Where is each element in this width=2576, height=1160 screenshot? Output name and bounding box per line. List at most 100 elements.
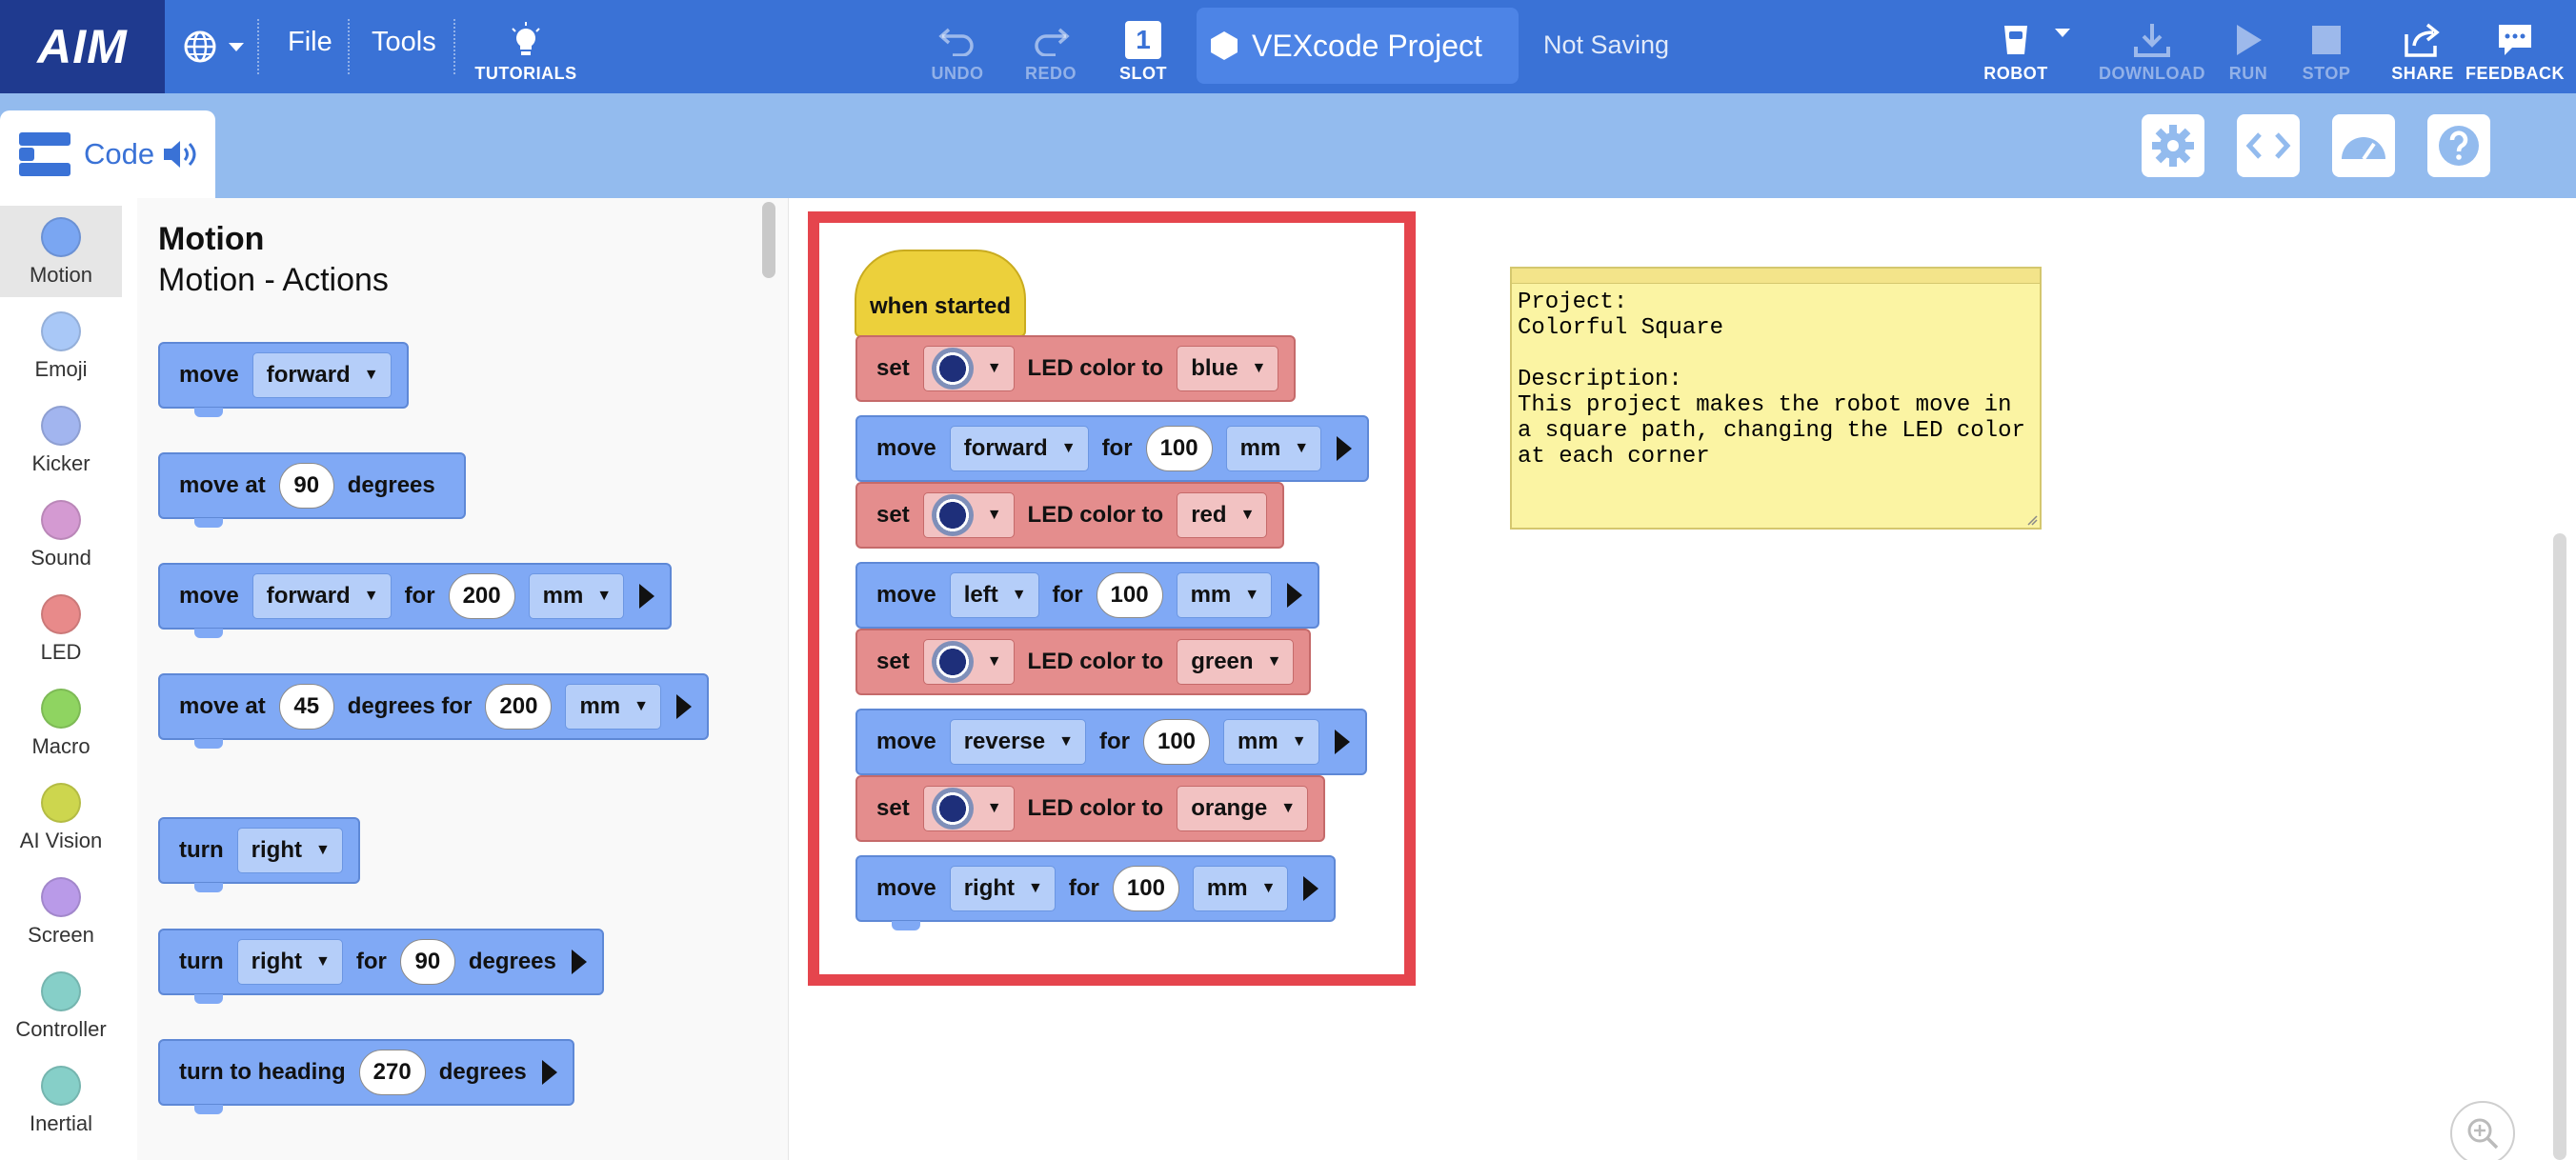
set-led-block[interactable]: set ▼ LED color to orange▼ bbox=[855, 775, 1326, 842]
zoom-in-button[interactable] bbox=[2450, 1101, 2515, 1160]
set-led-block[interactable]: set ▼ LED color to red▼ bbox=[855, 482, 1285, 549]
led-select-dropdown[interactable]: ▼ bbox=[922, 346, 1015, 391]
direction-dropdown[interactable]: forward▼ bbox=[252, 352, 392, 398]
dashboard-button[interactable] bbox=[2332, 114, 2395, 177]
category-macro[interactable]: Macro bbox=[0, 677, 122, 769]
language-button[interactable] bbox=[183, 13, 246, 80]
block-turn-for[interactable]: turn right▼ for 90 degrees bbox=[158, 929, 604, 1004]
units-dropdown[interactable]: mm▼ bbox=[1192, 866, 1289, 911]
category-emoji[interactable]: Emoji bbox=[0, 300, 122, 391]
tab-code[interactable]: Code bbox=[0, 110, 215, 198]
dropdown-value: blue bbox=[1191, 355, 1238, 381]
redo-button[interactable]: REDO bbox=[1017, 11, 1084, 84]
code-viewer-button[interactable] bbox=[2237, 114, 2300, 177]
move-for-block[interactable]: move right▼ for 100 mm▼ bbox=[855, 855, 1337, 930]
note-text[interactable]: Project: Colorful Square Description: Th… bbox=[1518, 290, 2025, 470]
share-button[interactable]: SHARE bbox=[2391, 11, 2453, 84]
wait-toggle-icon[interactable] bbox=[571, 950, 587, 974]
units-dropdown[interactable]: mm▼ bbox=[1225, 426, 1322, 471]
distance-input[interactable]: 100 bbox=[1096, 572, 1163, 618]
turn-direction-dropdown[interactable]: right▼ bbox=[236, 828, 343, 873]
category-screen[interactable]: Screen bbox=[0, 866, 122, 957]
block-move[interactable]: move forward▼ bbox=[158, 342, 409, 417]
tools-menu[interactable]: Tools bbox=[372, 27, 436, 57]
file-menu[interactable]: File bbox=[288, 27, 332, 57]
undo-button[interactable]: UNDO bbox=[924, 11, 991, 84]
direction-dropdown[interactable]: forward▼ bbox=[949, 426, 1089, 471]
turn-direction-dropdown[interactable]: right▼ bbox=[236, 939, 343, 985]
run-button[interactable]: RUN bbox=[2225, 11, 2271, 84]
block-move-for[interactable]: move forward▼ for 200 mm▼ bbox=[158, 563, 673, 638]
tutorials-button[interactable]: TUTORIALS bbox=[474, 11, 577, 84]
direction-dropdown[interactable]: left▼ bbox=[949, 572, 1039, 618]
units-dropdown[interactable]: mm▼ bbox=[528, 573, 625, 619]
note-drag-bar[interactable] bbox=[1512, 269, 2040, 284]
led-select-dropdown[interactable]: ▼ bbox=[922, 639, 1015, 685]
move-for-block[interactable]: move forward▼ for 100 mm▼ bbox=[855, 415, 1370, 482]
block-notch bbox=[194, 739, 223, 749]
block-turn-to-heading[interactable]: turn to heading 270 degrees bbox=[158, 1039, 574, 1114]
resize-handle-icon[interactable] bbox=[2026, 514, 2038, 526]
category-led[interactable]: LED bbox=[0, 583, 122, 674]
direction-dropdown[interactable]: reverse▼ bbox=[949, 719, 1086, 765]
workspace-scrollbar[interactable] bbox=[2553, 533, 2566, 1160]
distance-input[interactable]: 100 bbox=[1142, 719, 1211, 765]
block-text: degrees bbox=[438, 1059, 527, 1085]
download-button[interactable]: DOWNLOAD bbox=[2096, 11, 2208, 84]
speaker-icon[interactable] bbox=[162, 138, 200, 170]
color-dropdown[interactable]: blue▼ bbox=[1177, 346, 1279, 391]
category-sound[interactable]: Sound bbox=[0, 489, 122, 580]
wait-toggle-icon[interactable] bbox=[541, 1060, 557, 1085]
degrees-input[interactable]: 90 bbox=[399, 939, 455, 985]
units-dropdown[interactable]: mm▼ bbox=[1223, 719, 1319, 765]
color-dropdown[interactable]: red▼ bbox=[1177, 492, 1268, 538]
color-dropdown[interactable]: green▼ bbox=[1177, 639, 1295, 685]
block-move-at[interactable]: move at 90 degrees bbox=[158, 452, 466, 528]
move-for-block[interactable]: move reverse▼ for 100 mm▼ bbox=[855, 709, 1367, 775]
units-dropdown[interactable]: mm▼ bbox=[1176, 572, 1273, 618]
project-name-field[interactable]: VEXcode Project bbox=[1197, 8, 1519, 84]
degrees-input[interactable]: 45 bbox=[278, 684, 334, 730]
block-turn[interactable]: turn right▼ bbox=[158, 817, 360, 892]
slot-button[interactable]: 1 SLOT bbox=[1115, 11, 1172, 84]
settings-button[interactable] bbox=[2142, 114, 2204, 177]
category-motion[interactable]: Motion bbox=[0, 206, 122, 297]
block-move-at-for[interactable]: move at 45 degrees for 200 mm▼ bbox=[158, 673, 709, 749]
stop-button[interactable]: STOP bbox=[2300, 11, 2353, 84]
direction-dropdown[interactable]: right▼ bbox=[949, 866, 1056, 911]
move-for-block[interactable]: move left▼ for 100 mm▼ bbox=[855, 562, 1320, 629]
distance-input[interactable]: 200 bbox=[485, 684, 553, 730]
led-select-dropdown[interactable]: ▼ bbox=[922, 786, 1015, 831]
category-ai-vision[interactable]: AI Vision bbox=[0, 771, 122, 863]
set-led-block[interactable]: set ▼ LED color to green▼ bbox=[855, 629, 1312, 695]
degrees-input[interactable]: 90 bbox=[278, 463, 334, 509]
project-comment-note[interactable]: Project: Colorful Square Description: Th… bbox=[1510, 267, 2042, 530]
led-select-dropdown[interactable]: ▼ bbox=[922, 492, 1015, 538]
wait-toggle-icon[interactable] bbox=[676, 694, 692, 719]
wait-toggle-icon[interactable] bbox=[639, 584, 655, 609]
set-led-block[interactable]: set ▼ LED color to blue▼ bbox=[855, 335, 1297, 402]
distance-input[interactable]: 200 bbox=[448, 573, 515, 619]
distance-input[interactable]: 100 bbox=[1112, 866, 1179, 911]
direction-dropdown[interactable]: forward▼ bbox=[252, 573, 392, 619]
wait-toggle-icon[interactable] bbox=[1334, 730, 1350, 754]
slot-number: 1 bbox=[1136, 25, 1151, 54]
wait-toggle-icon[interactable] bbox=[1337, 436, 1353, 461]
category-controller[interactable]: Controller bbox=[0, 960, 122, 1051]
flyout-scrollbar[interactable] bbox=[762, 202, 775, 278]
distance-input[interactable]: 100 bbox=[1145, 426, 1213, 471]
help-button[interactable] bbox=[2427, 114, 2490, 177]
chevron-down-icon[interactable] bbox=[2053, 27, 2072, 38]
category-kicker[interactable]: Kicker bbox=[0, 394, 122, 486]
when-started-block[interactable]: when started bbox=[855, 250, 1026, 337]
feedback-button[interactable]: FEEDBACK bbox=[2465, 11, 2565, 84]
hexagon-icon bbox=[1211, 31, 1238, 60]
wait-toggle-icon[interactable] bbox=[1287, 583, 1303, 608]
category-inertial[interactable]: Inertial bbox=[0, 1054, 122, 1146]
category-label: Macro bbox=[31, 734, 91, 758]
wait-toggle-icon[interactable] bbox=[1303, 876, 1319, 901]
robot-button[interactable]: ROBOT bbox=[1980, 11, 2052, 84]
heading-input[interactable]: 270 bbox=[358, 1050, 426, 1095]
units-dropdown[interactable]: mm▼ bbox=[565, 684, 661, 730]
color-dropdown[interactable]: orange▼ bbox=[1177, 786, 1309, 831]
